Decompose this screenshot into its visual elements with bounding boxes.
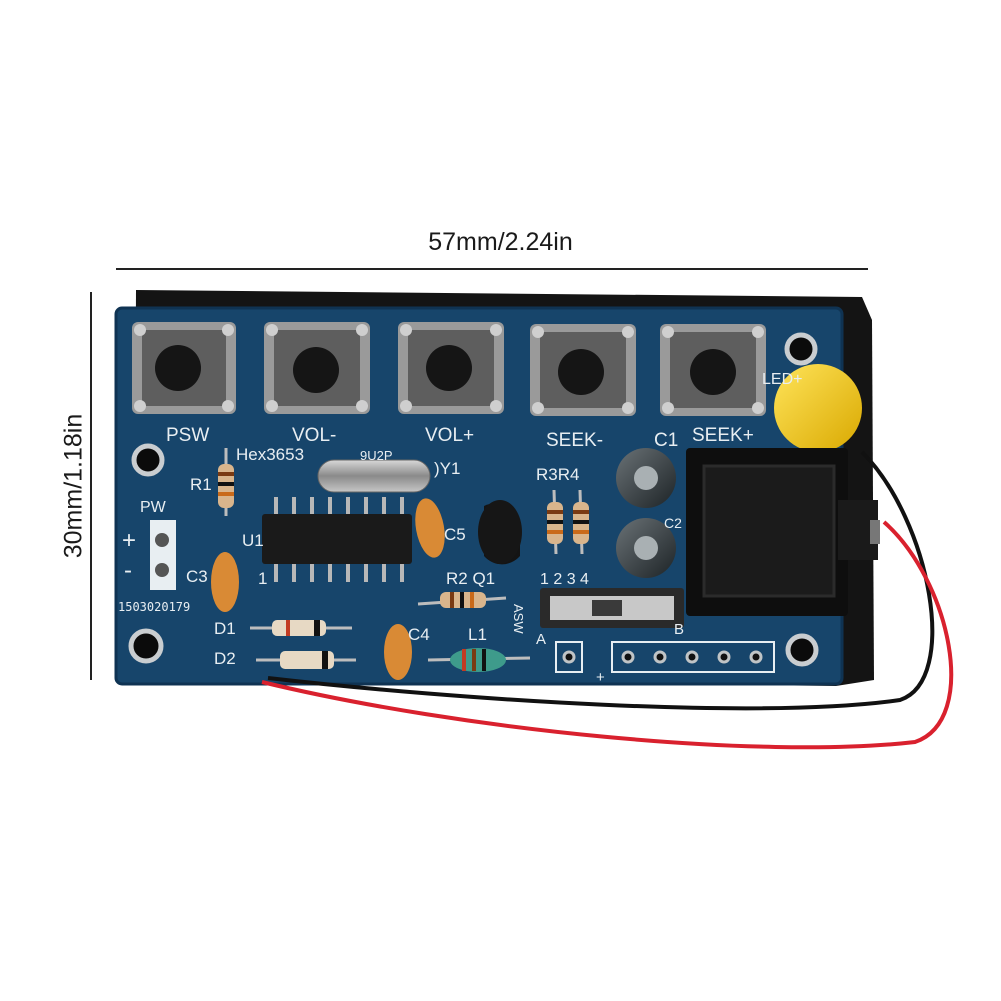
inductor-l1 [427, 648, 531, 672]
button-vol-minus[interactable] [264, 322, 370, 414]
button-seek-minus[interactable] [530, 324, 636, 416]
mounting-hole [785, 633, 819, 667]
resistor-r3 [547, 489, 563, 555]
label-vol-minus: VOL- [292, 425, 336, 446]
mounting-hole [784, 332, 818, 366]
label-r2-q1: R2 Q1 [446, 569, 495, 588]
black-wire [267, 450, 935, 711]
diode-d1 [250, 620, 352, 636]
capacitor-c3 [211, 552, 239, 612]
label-b: B [674, 621, 684, 638]
label-y1: )Y1 [434, 459, 460, 478]
label-psw: PSW [166, 425, 209, 446]
label-c4: C4 [408, 625, 430, 644]
mounting-hole [128, 628, 164, 664]
label-seek-plus: SEEK+ [692, 425, 754, 446]
pin-header-holes [562, 650, 763, 664]
label-r1: R1 [190, 475, 212, 494]
label-hex: Hex3653 [236, 445, 304, 464]
width-dimension-line [116, 268, 868, 270]
label-plus-bottom: + [596, 669, 605, 686]
headphone-jack [686, 448, 880, 616]
label-vol-plus: VOL+ [425, 425, 474, 446]
label-c5: C5 [444, 525, 466, 544]
label-r3r4: R3R4 [536, 465, 579, 484]
capacitor-c5 [415, 498, 445, 558]
resistor-r2 [417, 592, 507, 608]
label-minus: - [124, 557, 132, 584]
ic-u1 [262, 497, 412, 582]
yellow-led [774, 364, 862, 452]
label-d1: D1 [214, 619, 236, 638]
label-c2: C2 [664, 515, 682, 531]
capacitor-top [634, 536, 658, 560]
label-plus: + [122, 527, 136, 554]
label-l1: L1 [468, 625, 487, 644]
power-header [150, 520, 176, 590]
red-wire [261, 520, 954, 750]
crystal-y1 [317, 459, 431, 493]
pin-header [555, 641, 775, 673]
height-dimension-line [90, 292, 92, 680]
label-pin1: 1 [258, 569, 267, 588]
label-c1: C1 [654, 430, 678, 451]
width-dimension-label: 57mm/2.24in [428, 228, 573, 256]
label-seek-minus: SEEK- [546, 430, 603, 451]
resistor-r4 [573, 489, 589, 555]
diode-d2 [256, 651, 356, 669]
label-switch-numbers: 1 2 3 4 [540, 571, 589, 588]
transistor-q1-body [478, 500, 522, 564]
resistor-r1 [218, 448, 234, 516]
label-a: A [536, 631, 546, 648]
label-serial: 1503020179 [118, 600, 190, 614]
label-led: LED+ [762, 371, 802, 388]
mounting-holes [128, 332, 819, 667]
label-d2: D2 [214, 649, 236, 668]
capacitor-top [634, 466, 658, 490]
capacitor-c4 [384, 624, 412, 680]
label-asw: ASW [511, 604, 526, 634]
label-pw: PW [140, 499, 167, 516]
slide-switch[interactable] [540, 588, 684, 628]
button-vol-plus[interactable] [398, 322, 504, 414]
label-c3: C3 [186, 567, 208, 586]
label-u1: U1 [242, 531, 264, 550]
button-psw[interactable] [132, 322, 236, 414]
button-seek-plus[interactable] [660, 324, 766, 416]
label-hex-suffix: 9U2P [360, 448, 393, 463]
mounting-hole [131, 443, 165, 477]
